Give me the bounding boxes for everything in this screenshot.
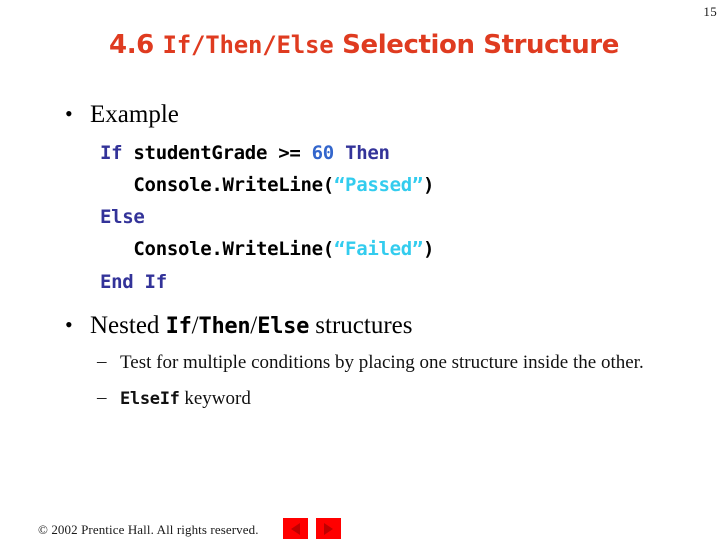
next-slide-button[interactable] bbox=[316, 518, 341, 539]
triangle-right-icon bbox=[324, 522, 333, 535]
keyword-separator: / bbox=[250, 311, 258, 339]
code-line: If studentGrade >= 60 Then bbox=[100, 137, 728, 169]
copyright-notice: © 2002 Prentice Hall. All rights reserve… bbox=[38, 522, 259, 537]
code-token-plain: studentGrade >= bbox=[133, 141, 312, 164]
navigation-buttons bbox=[283, 518, 341, 539]
sub-bullet-elseif-keyword: –ElseIf keyword bbox=[0, 387, 728, 410]
keyword-if: If bbox=[165, 313, 192, 339]
code-token-string: “Failed” bbox=[333, 238, 424, 261]
code-line: Console.WriteLine(“Failed”) bbox=[100, 233, 728, 265]
code-token-keyword: End If bbox=[100, 270, 167, 293]
title-section-number: 4.6 bbox=[109, 30, 163, 60]
sub-bullet-label: keyword bbox=[179, 387, 251, 409]
code-token-plain: Console.WriteLine( bbox=[100, 173, 334, 196]
keyword-else: Else bbox=[257, 313, 310, 339]
code-token-plain: Console.WriteLine( bbox=[100, 238, 334, 261]
sub-bullet-marker: – bbox=[97, 386, 107, 408]
keyword-separator: / bbox=[191, 311, 199, 339]
triangle-left-icon bbox=[291, 522, 300, 535]
code-sample: If studentGrade >= 60 Then Console.Write… bbox=[100, 137, 728, 298]
sub-bullet-marker: – bbox=[97, 351, 107, 373]
page-title: 4.6 If/Then/Else Selection Structure bbox=[0, 32, 728, 58]
code-token-plain: ) bbox=[423, 238, 435, 261]
keyword-elseif: ElseIf bbox=[120, 388, 180, 409]
code-token-plain bbox=[334, 142, 345, 164]
title-keyword: If/Then/Else bbox=[162, 31, 334, 59]
code-line: End If bbox=[100, 266, 728, 298]
sub-bullet-label: Test for multiple conditions by placing … bbox=[120, 352, 644, 374]
title-rest: Selection Structure bbox=[333, 30, 619, 60]
code-token-keyword: Else bbox=[100, 206, 145, 229]
previous-slide-button[interactable] bbox=[283, 518, 308, 539]
sub-bullet-test-conditions: –Test for multiple conditions by placing… bbox=[0, 351, 728, 374]
bullet-label: Example bbox=[90, 101, 179, 128]
code-line: Else bbox=[100, 201, 728, 233]
code-line: Console.WriteLine(“Passed”) bbox=[100, 169, 728, 201]
page-number: 15 bbox=[703, 4, 717, 19]
bullet-example: • Example bbox=[0, 101, 728, 129]
code-token-string: “Passed” bbox=[333, 173, 424, 196]
code-token-number: 60 bbox=[311, 141, 335, 164]
code-token-plain: ) bbox=[423, 173, 435, 196]
nested-prefix: Nested bbox=[90, 311, 166, 339]
bullet-nested-structures: •Nested If/Then/Else structures bbox=[0, 312, 728, 340]
bullet-marker: • bbox=[65, 311, 73, 337]
code-token-keyword: If bbox=[100, 141, 134, 164]
keyword-then: Then bbox=[198, 313, 251, 339]
nested-suffix: structures bbox=[309, 311, 413, 339]
slide-body: • Example If studentGrade >= 60 Then Cons… bbox=[0, 101, 728, 410]
bullet-marker: • bbox=[65, 101, 73, 126]
code-token-keyword: Then bbox=[345, 141, 390, 164]
